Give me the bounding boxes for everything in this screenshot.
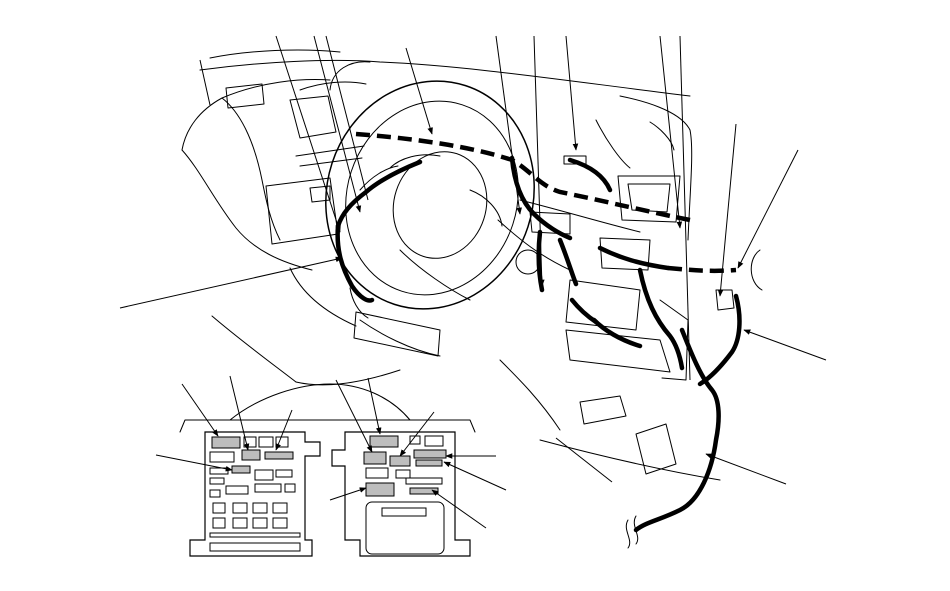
dashboard-outline <box>181 49 693 386</box>
fuse-box-right <box>331 431 471 557</box>
pedals <box>499 359 721 481</box>
fuse-box-left <box>189 431 321 557</box>
steering-wheel <box>325 61 535 319</box>
detail-brace <box>179 419 476 433</box>
wire-harness <box>335 131 742 533</box>
leader-lines <box>119 35 827 529</box>
